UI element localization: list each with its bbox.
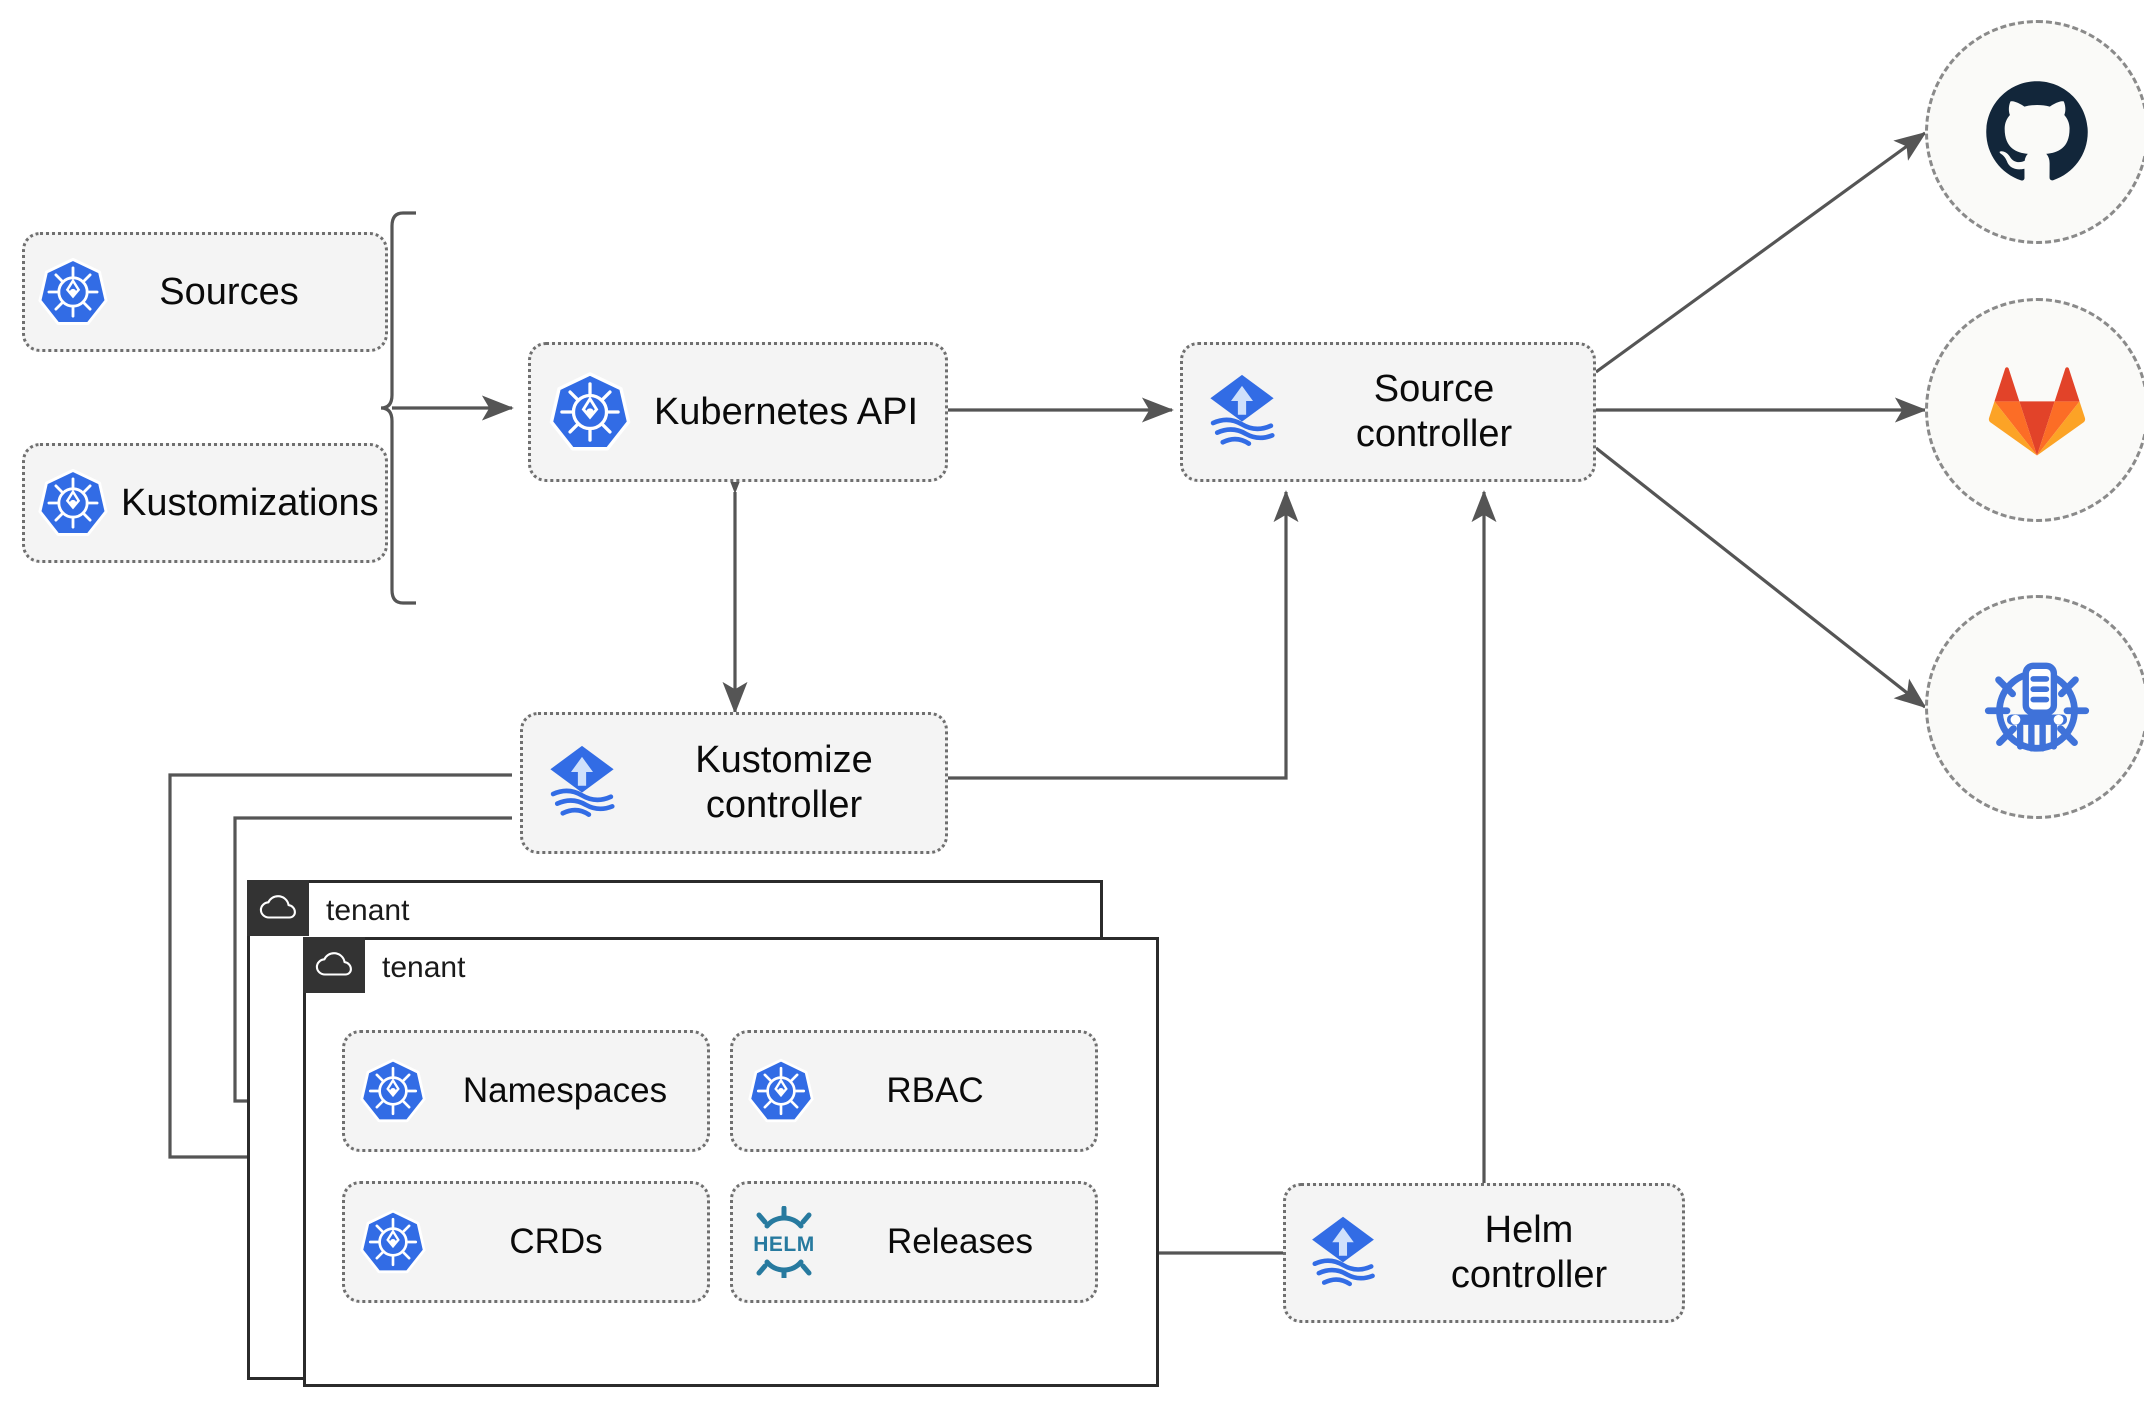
- source-controller-label: Source controller: [1355, 368, 1513, 455]
- kustomize-controller-label: Kustomize controller: [695, 739, 873, 826]
- wire-source-to-oci: [1595, 446, 1927, 709]
- tenant-tab-front: [303, 937, 365, 993]
- tenant-resource-releases[interactable]: HELM Releases: [730, 1181, 1098, 1303]
- resource-card-kustomizations[interactable]: Kustomizations: [22, 443, 388, 563]
- wire-source-to-github: [1595, 131, 1927, 374]
- kubernetes-api-label: Kubernetes API: [653, 390, 919, 433]
- tenant-resource-namespaces[interactable]: Namespaces: [342, 1030, 710, 1152]
- kubernetes-icon: [345, 1208, 441, 1276]
- svg-text:HELM: HELM: [753, 1233, 815, 1256]
- kustomize-controller-card[interactable]: Kustomize controller: [520, 712, 948, 854]
- tenant-resource-label: Namespaces: [462, 1071, 668, 1111]
- tenant-label-front: tenant: [382, 951, 466, 984]
- github-icon: [1986, 81, 2088, 181]
- flux-icon: [523, 739, 641, 827]
- external-source-gitlab[interactable]: [1925, 298, 2144, 522]
- kubernetes-icon: [531, 370, 649, 454]
- kubernetes-icon: [345, 1057, 441, 1125]
- resource-label: Sources: [159, 270, 299, 313]
- kubernetes-api-card[interactable]: Kubernetes API: [528, 342, 948, 482]
- tenant-resource-crds[interactable]: CRDs: [342, 1181, 710, 1303]
- kubernetes-icon: [733, 1057, 829, 1125]
- external-source-oci-registry[interactable]: [1925, 595, 2144, 819]
- flux-icon: [1286, 1210, 1400, 1296]
- gitlab-icon: [1988, 367, 2086, 456]
- source-controller-card[interactable]: Source controller: [1180, 342, 1596, 482]
- tenant-resource-label: Releases: [887, 1222, 1033, 1262]
- external-source-github[interactable]: [1925, 20, 2144, 244]
- tenant-container-front[interactable]: tenant: [303, 937, 1159, 1387]
- resource-card-sources[interactable]: Sources: [22, 232, 388, 352]
- tenant-tab-back: [247, 880, 309, 936]
- tenant-resource-rbac[interactable]: RBAC: [730, 1030, 1098, 1152]
- helm-controller-label: Helm controller: [1450, 1209, 1608, 1296]
- flux-icon: [1183, 368, 1301, 456]
- tenant-resource-label: RBAC: [886, 1071, 984, 1111]
- kubernetes-icon: [25, 467, 121, 539]
- tenant-resource-label: CRDs: [509, 1222, 603, 1262]
- resource-label: Kustomizations: [121, 481, 379, 524]
- cloud-icon: [259, 895, 296, 919]
- oci-registry-icon: [1984, 662, 2090, 752]
- kubernetes-icon: [25, 256, 121, 328]
- helm-icon: HELM: [733, 1206, 835, 1278]
- tenant-label-back: tenant: [326, 894, 410, 927]
- helm-controller-card[interactable]: Helm controller: [1283, 1183, 1685, 1323]
- wire-kustomize-to-source: [948, 490, 1299, 780]
- cloud-icon: [315, 952, 352, 976]
